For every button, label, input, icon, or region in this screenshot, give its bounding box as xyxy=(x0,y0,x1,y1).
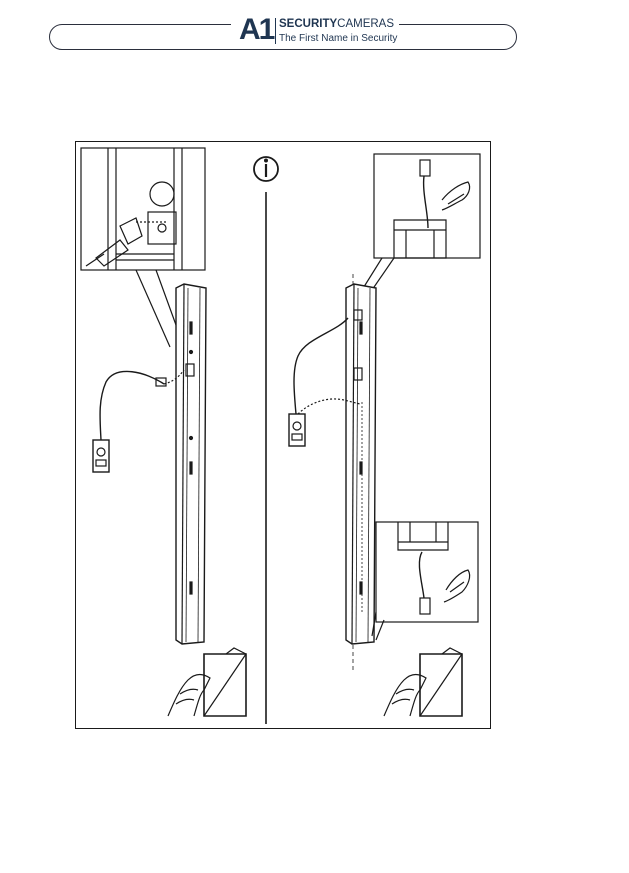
brand-tagline: The First Name in Security xyxy=(279,33,397,44)
logo-divider xyxy=(275,18,276,44)
rail-right xyxy=(346,274,376,670)
hand-sticker-right xyxy=(384,648,462,716)
detail-inset-connector xyxy=(81,148,205,270)
installation-drawing xyxy=(76,142,492,730)
detail-inset-bottom xyxy=(376,522,478,622)
brand-logo: A1 SECURITYCAMERAS The First Name in Sec… xyxy=(231,13,399,49)
detail-inset-top xyxy=(374,154,480,258)
brand-name: SECURITYCAMERAS xyxy=(279,18,394,30)
cable-left xyxy=(93,370,184,472)
page-header: A1 SECURITYCAMERAS The First Name in Sec… xyxy=(49,21,519,53)
hand-sticker-left xyxy=(168,648,246,716)
brand-name-rest: CAMERAS xyxy=(337,18,394,30)
logo-mark: A1 xyxy=(239,13,273,47)
brand-name-bold: SECURITY xyxy=(279,18,337,30)
rail-left xyxy=(176,284,206,644)
info-icon xyxy=(254,157,278,181)
installation-figure xyxy=(75,141,491,729)
